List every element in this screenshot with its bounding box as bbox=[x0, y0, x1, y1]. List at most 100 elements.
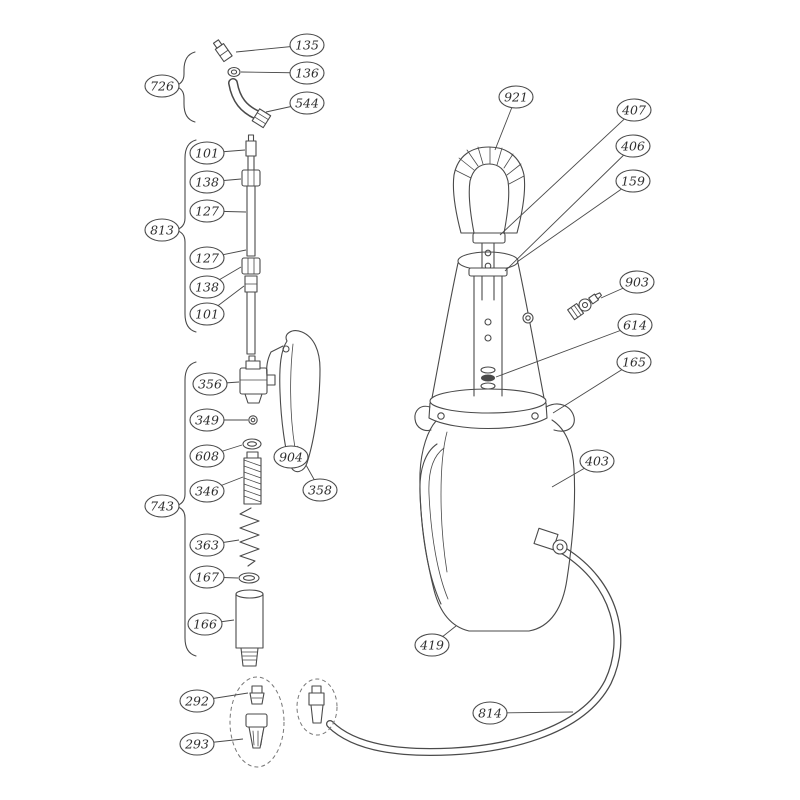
callout-label-614: 614 bbox=[623, 317, 647, 332]
callout-label-292: 292 bbox=[184, 693, 209, 708]
callout-358 bbox=[302, 478, 338, 502]
diagram-artwork bbox=[212, 39, 622, 757]
leader-614 bbox=[495, 324, 636, 378]
part-tank-403 bbox=[419, 419, 576, 632]
callout-127 bbox=[189, 246, 225, 270]
callout-743 bbox=[144, 494, 180, 518]
part-elbow-nozzle-544 bbox=[228, 78, 272, 129]
callout-159 bbox=[615, 169, 651, 193]
callout-292 bbox=[179, 689, 215, 713]
assembly-boundary-2 bbox=[296, 678, 338, 736]
callout-138 bbox=[189, 275, 225, 299]
callout-921 bbox=[498, 85, 534, 109]
callout-814 bbox=[472, 701, 508, 725]
part-collar-band bbox=[414, 388, 548, 432]
callout-label-363: 363 bbox=[195, 537, 219, 552]
leader-159 bbox=[516, 180, 634, 263]
callout-label-406: 406 bbox=[620, 138, 645, 153]
callout-label-159: 159 bbox=[621, 173, 645, 188]
part-oring-608 bbox=[242, 438, 262, 450]
callout-813 bbox=[144, 218, 180, 242]
callout-label-419: 419 bbox=[419, 637, 444, 652]
callout-903 bbox=[619, 270, 655, 294]
part-nut-138-top bbox=[241, 169, 261, 187]
callout-label-903: 903 bbox=[625, 274, 649, 289]
part-fitting-101-lower bbox=[244, 275, 258, 293]
part-valve-body-356 bbox=[239, 355, 276, 404]
callout-166 bbox=[187, 612, 223, 636]
part-hose-coupler-903 bbox=[567, 292, 602, 321]
callout-135 bbox=[289, 33, 325, 57]
callout-label-138: 138 bbox=[195, 279, 219, 294]
part-fitting-101-top bbox=[245, 134, 257, 171]
callout-labels: 1351365447261011381271271381018133563496… bbox=[144, 33, 655, 756]
callout-544 bbox=[289, 91, 325, 115]
leader-165 bbox=[552, 361, 635, 414]
callout-label-358: 358 bbox=[308, 482, 332, 497]
bracket-813 bbox=[174, 139, 197, 333]
part-retainer-ring-136 bbox=[227, 66, 241, 78]
part-check-valve-292 bbox=[249, 685, 265, 705]
callout-101 bbox=[189, 141, 225, 165]
part-clamp-165 bbox=[545, 403, 575, 432]
callout-403 bbox=[579, 449, 615, 473]
callout-363 bbox=[189, 533, 225, 557]
part-oring-167 bbox=[238, 572, 260, 584]
callout-label-403: 403 bbox=[584, 453, 609, 468]
callout-label-814: 814 bbox=[478, 705, 502, 720]
callout-349 bbox=[189, 408, 225, 432]
callout-label-138: 138 bbox=[195, 174, 219, 189]
callout-608 bbox=[189, 444, 225, 468]
part-oring-stack-614 bbox=[480, 366, 496, 390]
leader-407 bbox=[499, 109, 635, 236]
callout-101 bbox=[189, 302, 225, 326]
callout-label-101: 101 bbox=[195, 306, 219, 321]
callout-label-293: 293 bbox=[184, 736, 209, 751]
callout-138 bbox=[189, 170, 225, 194]
part-foot-valve-293 bbox=[245, 713, 268, 749]
callout-406 bbox=[615, 134, 651, 158]
part-nut-138-lower bbox=[241, 257, 261, 275]
callout-136 bbox=[289, 61, 325, 85]
callout-label-904: 904 bbox=[279, 449, 303, 464]
part-cylinder-166 bbox=[235, 589, 264, 667]
part-filter-spring-346 bbox=[243, 451, 262, 505]
callout-904 bbox=[273, 445, 309, 469]
callout-165 bbox=[616, 350, 652, 374]
callout-293 bbox=[179, 732, 215, 756]
assembly-boundary-1 bbox=[229, 676, 285, 768]
part-pump-handle-921 bbox=[452, 146, 526, 234]
callout-label-167: 167 bbox=[195, 569, 219, 584]
callout-726 bbox=[144, 74, 180, 98]
callout-419 bbox=[414, 633, 450, 657]
callout-label-127: 127 bbox=[195, 250, 219, 265]
callout-label-726: 726 bbox=[150, 78, 174, 93]
assembly-boundaries bbox=[229, 676, 338, 768]
callout-label-743: 743 bbox=[150, 498, 174, 513]
callout-127 bbox=[189, 199, 225, 223]
callout-label-608: 608 bbox=[195, 448, 219, 463]
callout-356 bbox=[192, 372, 228, 396]
callout-label-346: 346 bbox=[195, 483, 219, 498]
callout-614 bbox=[617, 313, 653, 337]
part-pump-cylinder-406 bbox=[468, 267, 508, 397]
callout-label-101: 101 bbox=[195, 145, 219, 160]
part-outlet-fitting bbox=[533, 527, 568, 555]
callout-label-813: 813 bbox=[150, 222, 174, 237]
callout-label-165: 165 bbox=[622, 354, 646, 369]
callout-label-136: 136 bbox=[295, 65, 319, 80]
group-brackets bbox=[173, 51, 197, 657]
callout-label-356: 356 bbox=[198, 376, 222, 391]
part-trigger-handle-358 bbox=[266, 330, 321, 473]
callout-167 bbox=[189, 565, 225, 589]
callout-407 bbox=[616, 98, 652, 122]
part-oring-349 bbox=[248, 415, 258, 425]
callout-label-407: 407 bbox=[621, 102, 646, 117]
callout-label-127: 127 bbox=[195, 203, 219, 218]
part-pump-rod-407 bbox=[472, 232, 506, 301]
part-spring-363 bbox=[239, 507, 260, 567]
part-hose-elbow-fitting bbox=[308, 685, 325, 724]
callout-label-349: 349 bbox=[195, 412, 219, 427]
